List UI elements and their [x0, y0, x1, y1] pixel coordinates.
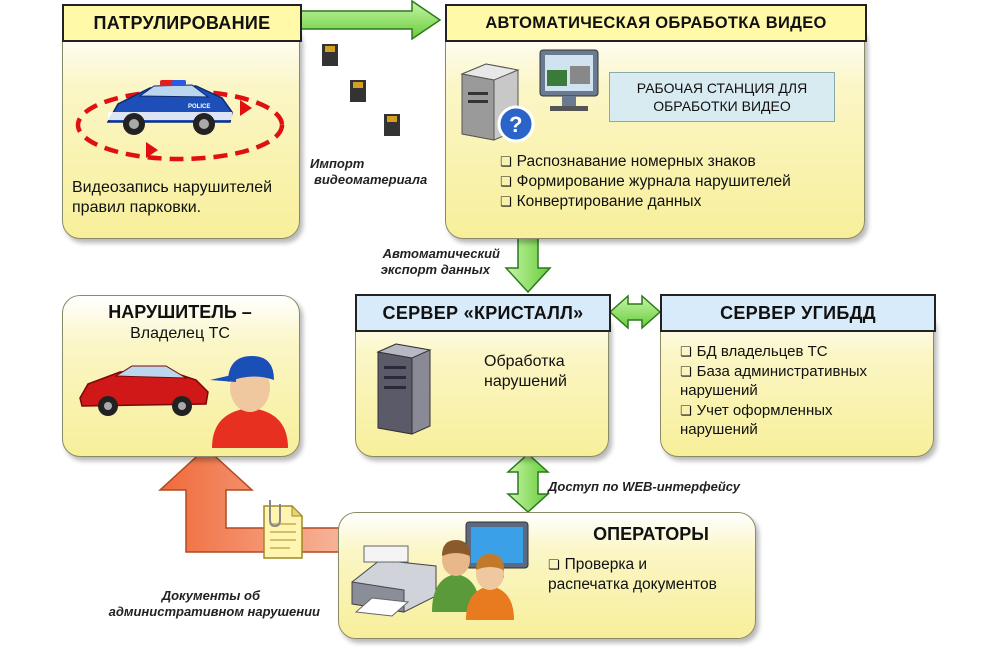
operators-list: Проверка и распечатка документов — [548, 555, 717, 595]
list-item: Проверка и — [548, 555, 717, 575]
workstation-label-line2: ОБРАБОТКИ ВИДЕО — [653, 98, 791, 114]
list-item-line1: Проверка и — [564, 556, 648, 573]
operators-title: ОПЕРАТОРЫ — [593, 524, 709, 544]
list-item: База административных — [680, 362, 867, 382]
list-item-line2: распечатка документов — [548, 576, 717, 593]
kristall-server-text-line2: нарушений — [484, 373, 567, 390]
list-item-continuation: распечатка документов — [548, 575, 717, 595]
documents-label-line1: Документы об — [161, 588, 260, 603]
arrow-documents-to-violator — [158, 446, 343, 553]
patrol-description-line2: правил парковки. — [72, 199, 202, 216]
list-item-line1: Учет оформленных — [696, 401, 833, 419]
arrow-patrol-to-processing — [299, 0, 442, 41]
list-item-continuation: нарушений — [680, 420, 867, 440]
export-label-line2: экспорт данных — [380, 262, 490, 277]
workstation-label-line1: РАБОЧАЯ СТАНЦИЯ ДЛЯ — [636, 80, 808, 96]
ugibdd-server-title: СЕРВЕР УГИБДД — [660, 294, 936, 332]
list-item: Формирование журнала нарушителей — [500, 172, 791, 192]
video-processing-list: Распознавание номерных знаков Формирован… — [500, 152, 791, 212]
list-item-line1: База административных — [696, 362, 868, 380]
ugibdd-server-panel — [660, 308, 934, 457]
kristall-server-text-line1: Обработка — [484, 353, 565, 370]
import-label-line1: Импорт — [310, 156, 365, 171]
violator-title-line1: НАРУШИТЕЛЬ – — [108, 302, 252, 322]
list-item-continuation: нарушений — [680, 381, 867, 401]
list-item-line2: нарушений — [680, 382, 758, 399]
video-processing-title: АВТОМАТИЧЕСКАЯ ОБРАБОТКА ВИДЕО — [445, 4, 867, 42]
list-item-line2: нарушений — [680, 421, 758, 438]
arrow-processing-to-kristall — [504, 237, 552, 294]
list-item: БД владельцев ТС — [680, 342, 867, 362]
list-item: Распознавание номерных знаков — [500, 152, 791, 172]
export-label-line1: Автоматический — [382, 246, 500, 261]
list-item-line1: БД владельцев ТС — [696, 343, 828, 360]
documents-label-line2: административном нарушении — [108, 604, 320, 619]
web-access-label: Доступ по WEB-интерфейсу — [548, 479, 741, 494]
workstation-label-box: РАБОЧАЯ СТАНЦИЯ ДЛЯ ОБРАБОТКИ ВИДЕО — [609, 72, 835, 122]
arrow-kristall-ugibdd — [608, 294, 662, 330]
ugibdd-server-list: БД владельцев ТС База административных н… — [680, 342, 867, 440]
patrol-title: ПАТРУЛИРОВАНИЕ — [62, 4, 302, 42]
list-item: Конвертирование данных — [500, 192, 791, 212]
kristall-server-title: СЕРВЕР «КРИСТАЛЛ» — [355, 294, 611, 332]
import-label-line2: видеоматериала — [314, 172, 428, 187]
violator-title-line2: Владелец ТС — [130, 325, 230, 342]
list-item: Учет оформленных — [680, 401, 867, 421]
arrow-kristall-operators — [506, 452, 550, 514]
patrol-description-line1: Видеозапись нарушителей — [72, 179, 273, 196]
